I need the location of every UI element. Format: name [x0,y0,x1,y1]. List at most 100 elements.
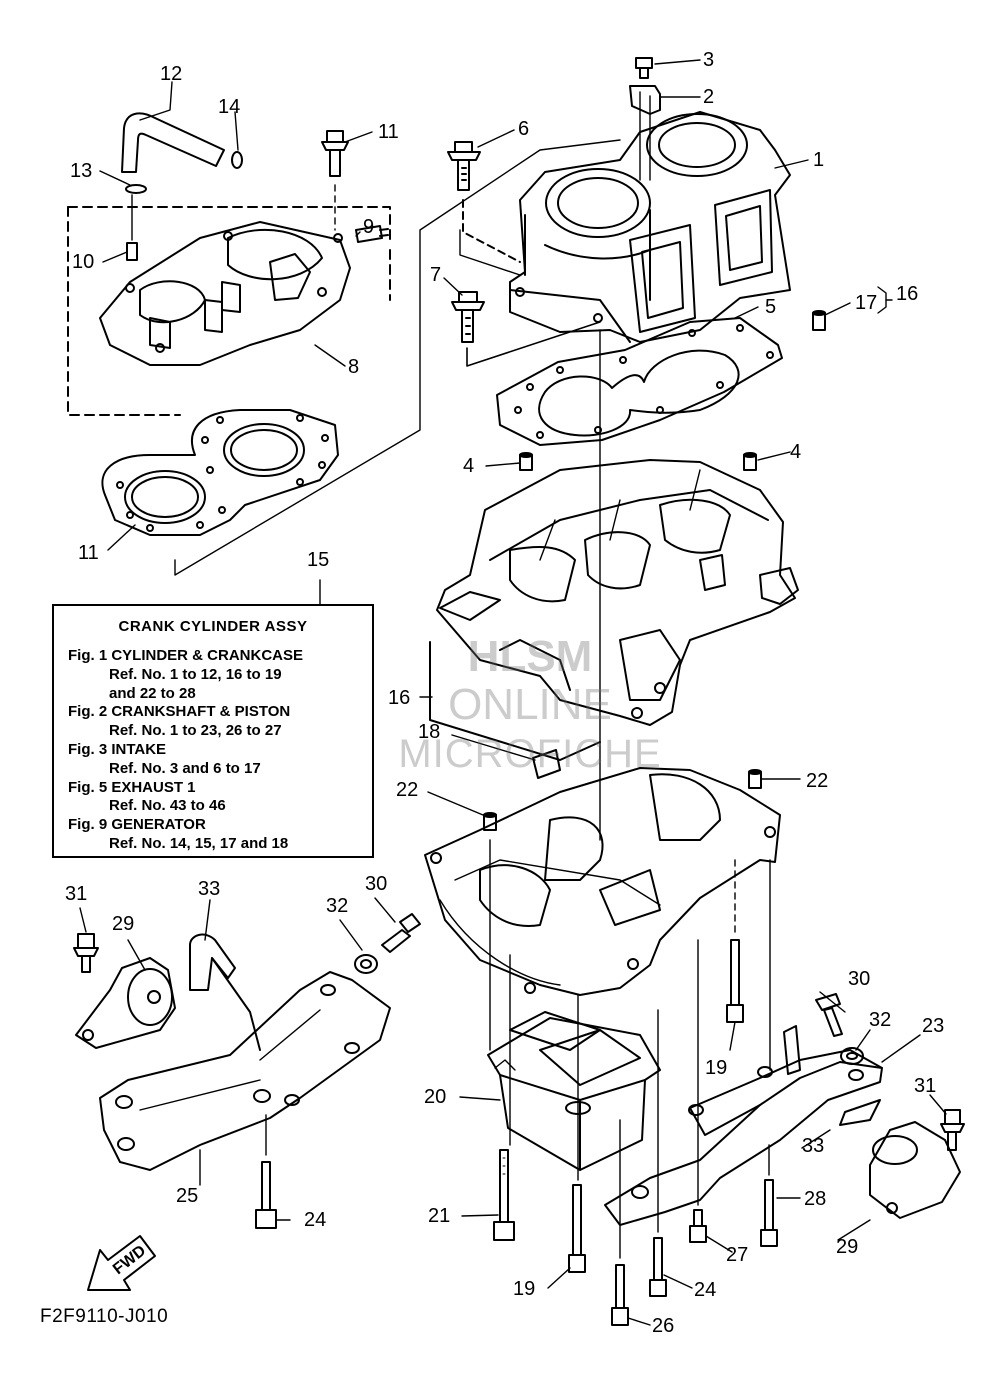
washer-32-right [840,1047,864,1065]
callout-20: 20 [424,1086,447,1108]
callout-9: 9 [363,216,375,238]
crankcase-lower [424,767,781,996]
callout-6: 6 [518,118,530,140]
clip-2 [629,85,661,181]
callout-25: 25 [176,1185,199,1207]
callout-12: 11 [378,121,399,143]
rubber-mount-right-29 [869,1121,961,1219]
mount-bracket-20 [487,1011,661,1171]
fitting-9 [355,225,389,243]
callout-33-right: 33 [802,1135,825,1157]
callout-19-upper: 19 [705,1057,728,1079]
clamp-14-left [125,184,147,194]
bolt-30-left [381,913,421,953]
dowel-pin-18 [532,749,561,779]
cylinder-gasket [496,317,783,446]
callout-14-right: 14 [218,96,241,118]
callout-29-left: 29 [112,913,135,935]
callout-8: 8 [348,356,360,378]
clip-33-left [189,933,261,1051]
hose-13 [121,112,225,173]
bolt-19-lower [568,1184,586,1273]
dowel-pin-22-right [748,769,762,789]
callout-24-right: 24 [694,1279,717,1301]
clamp-14-right [231,151,243,169]
callout-17: 17 [855,292,878,314]
bolt-30-right [815,993,843,1037]
callout-3: 3 [703,49,715,71]
callout-22-left: 22 [396,779,419,801]
ref-line-2: Ref. No. 1 to 23, 26 to 27 [109,722,282,740]
callout-16-top: 16 [896,283,919,305]
dowel-pin-17 [812,310,826,331]
callout-11: 11 [78,542,99,564]
callout-28: 28 [804,1188,827,1210]
fig-line-3: Fig. 3 INTAKE [68,740,167,758]
fig-line-9: Fig. 9 GENERATOR [68,816,206,834]
head-gasket-11 [101,409,339,536]
callout-13: 12 [160,63,183,85]
bolt-21 [493,1149,515,1241]
callout-15: 15 [307,549,330,571]
dowel-pin-10 [126,194,138,261]
callout-14-left: 13 [70,160,93,182]
ref-line-3: Ref. No. 3 and 6 to 17 [109,759,261,777]
ref-line-1: Ref. No. 1 to 12, 16 to 19 [109,665,282,683]
fwd-arrow-icon: FWD [87,1235,156,1291]
callout-16-left: 16 [388,687,411,709]
ref-line-1b: and 22 to 28 [109,684,196,702]
bolt-24-left [255,1114,277,1229]
bolt-27 [689,1209,707,1243]
guide-line-cylinder [174,139,621,576]
dowel-pin-22-left [483,812,497,831]
callout-4-right: 4 [790,441,802,463]
clip-33-right [839,1099,881,1126]
callout-1: 1 [813,149,825,171]
callout-21: 21 [428,1205,451,1227]
bolt-19-upper [726,859,744,1023]
callout-7: 7 [430,264,442,286]
intake-assembly-8 [67,206,391,416]
bolt-24-right [649,1237,667,1297]
fwd-label: FWD [110,1242,149,1278]
washer-32-left [354,954,378,974]
callout-26: 26 [652,1315,675,1337]
dowel-pin-4-left [519,452,533,471]
fig-line-5: Fig. 5 EXHAUST 1 [68,778,196,796]
bolt-28 [760,1144,778,1247]
engine-mount-right-23 [604,1025,883,1226]
callout-29-right: 29 [836,1236,859,1258]
bolt-7 [451,291,601,367]
ref-line-5: Ref. No. 43 to 46 [109,797,226,815]
assembly-reference-box: CRANK CYLINDER ASSY Fig. 1 CYLINDER & CR… [52,604,374,858]
callout-31-left: 31 [65,883,88,905]
fig-line-1: Fig. 1 CYLINDER & CRANKCASE [68,647,304,664]
bolt-31-left [73,933,99,973]
callout-32-right: 32 [869,1009,892,1031]
callout-24-left: 24 [304,1209,327,1231]
callout-2: 2 [703,86,715,108]
assembly-title: CRANK CYLINDER ASSY [118,618,308,635]
callout-32-left: 32 [326,895,349,917]
cylinder-part [509,111,791,343]
fig-line-2: Fig. 2 CRANKSHAFT & PISTON [68,703,291,721]
callout-23: 23 [922,1015,945,1037]
callout-5: 5 [765,296,777,318]
watermark-line1: HLSM [467,632,593,681]
callout-22-right: 22 [806,770,829,792]
callout-30-left: 30 [365,873,388,895]
callout-30-right: 30 [848,968,871,990]
screw-3 [635,57,653,79]
bolt-6 [447,141,521,263]
watermark-line2: ONLINE [448,680,612,729]
bolt-12 [321,130,349,231]
callout-4-left: 4 [463,455,475,477]
callout-leaders [79,59,947,1326]
callout-18: 18 [418,721,441,743]
bolt-26 [611,1119,629,1326]
callout-31-right: 31 [914,1075,937,1097]
callout-27: 27 [726,1244,749,1266]
callout-33-left: 33 [198,878,221,900]
callout-19-lower: 19 [513,1278,536,1300]
engine-mount-left-25 [99,971,391,1171]
